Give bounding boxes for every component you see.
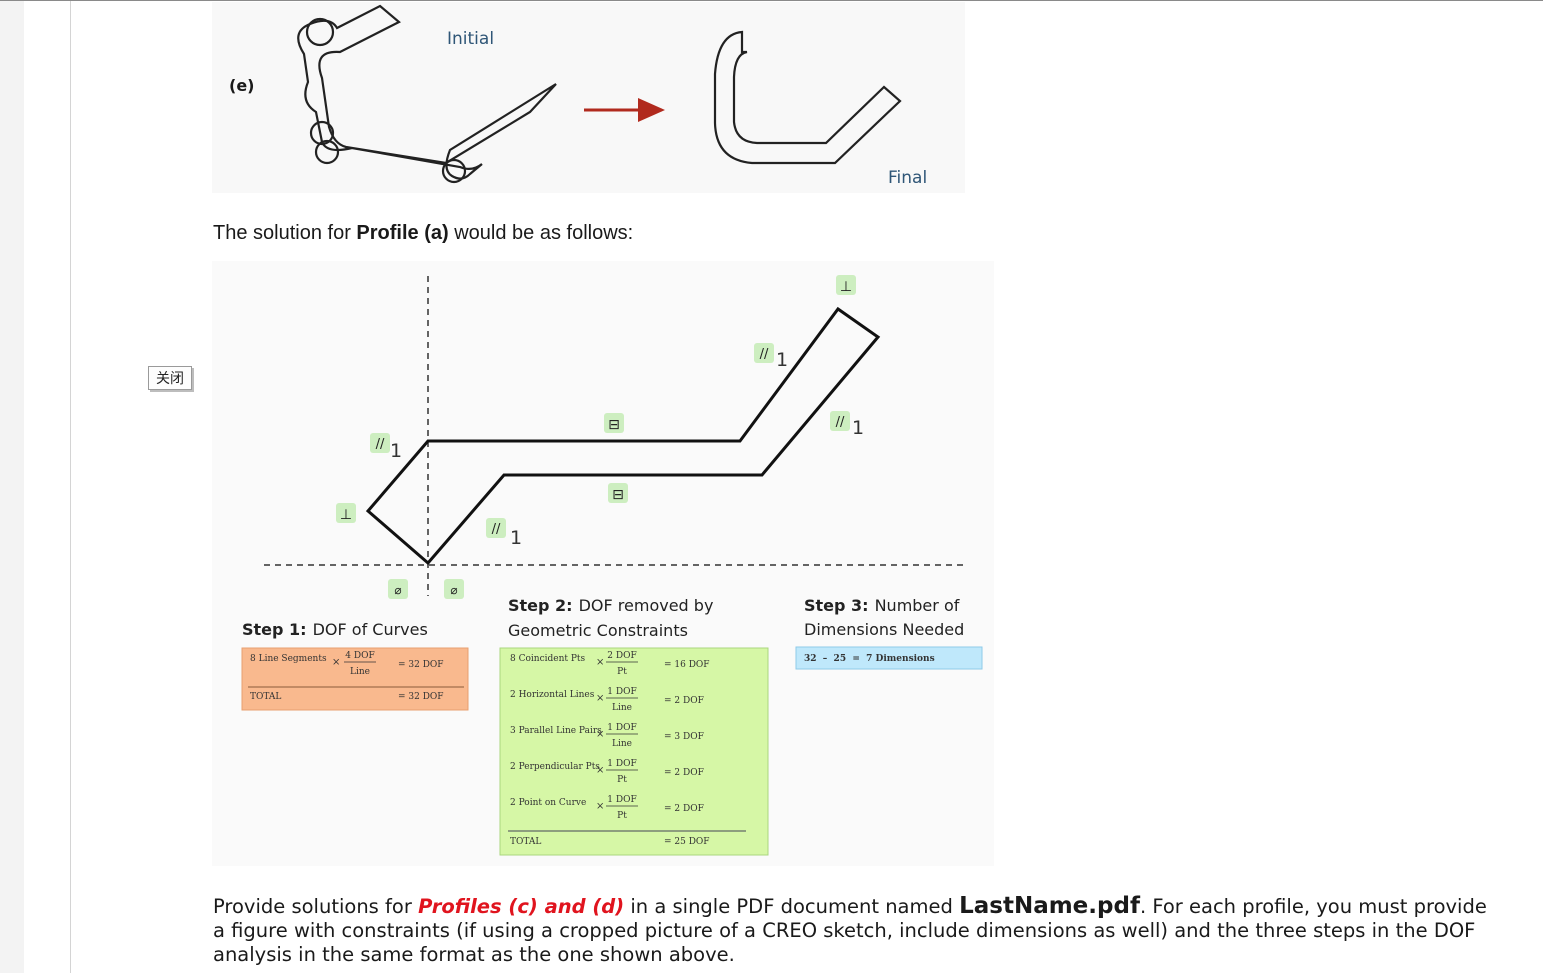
parallel-icon: // <box>486 518 506 538</box>
close-button[interactable]: 关闭 <box>148 366 192 390</box>
step2-row-label: 2 Horizontal Lines <box>510 690 595 700</box>
step3-table <box>795 646 983 670</box>
step1-row-num: 4 DOF <box>345 651 374 661</box>
step3-subtitle: Dimensions Needed <box>804 620 964 639</box>
step1-title: Step 1:DOF of Curves <box>242 620 428 639</box>
step1-row-den: Line <box>350 667 370 677</box>
perpendicular-icon: ⊥ <box>836 275 856 295</box>
times-sign: × <box>596 657 604 668</box>
step1-row-label: 8 Line Segments <box>250 654 327 664</box>
step2-row-den: Line <box>612 703 632 713</box>
times-sign: × <box>596 729 604 740</box>
step2-row-result: = 2 DOF <box>664 804 704 814</box>
figure-e-label: (e) <box>229 76 254 95</box>
svg-text://: // <box>492 522 501 537</box>
svg-text:⊥: ⊥ <box>840 279 852 295</box>
point-on-curve-icon: ⌀ <box>388 579 408 599</box>
figure-e: (e) Initial Final <box>212 2 965 193</box>
parallel-icon: // <box>754 343 774 363</box>
instructions-part2: in a single PDF document named <box>624 895 960 918</box>
solution-text-pre: The solution for <box>213 222 357 244</box>
step3-formula: 32 – 25 = 7 Dimensions <box>804 654 935 664</box>
instructions-part1: Provide solutions for <box>213 895 419 918</box>
svg-text:⊟: ⊟ <box>608 417 620 433</box>
step2-row-num: 1 DOF <box>607 759 636 769</box>
step2-row-num: 1 DOF <box>607 723 636 733</box>
final-profile <box>713 30 902 165</box>
step2-total-value: = 25 DOF <box>664 837 710 847</box>
svg-text:⌀: ⌀ <box>450 583 457 597</box>
step2-total-label: TOTAL <box>510 837 541 847</box>
initial-label: Initial <box>447 29 494 49</box>
step2-row-den: Line <box>612 739 632 749</box>
step2-row-num: 1 DOF <box>607 795 636 805</box>
step1-total-label: TOTAL <box>250 692 281 702</box>
instructions-profiles: Profiles (c) and (d) <box>418 895 625 918</box>
instructions-part3: . For each profile, you must provide a f… <box>213 895 1487 966</box>
solution-text-bold: Profile (a) <box>356 222 449 244</box>
perpendicular-icon: ⊥ <box>336 503 356 523</box>
initial-profile <box>297 4 557 184</box>
solution-intro: The solution for Profile (a) would be as… <box>213 222 633 245</box>
step1-row-result: = 32 DOF <box>398 660 444 670</box>
svg-text://: // <box>836 415 845 430</box>
times-sign: × <box>596 765 604 776</box>
step2-row-num: 2 DOF <box>607 651 636 661</box>
profile-a <box>365 306 881 566</box>
svg-text://: // <box>376 437 385 452</box>
step2-row-den: Pt <box>617 667 627 677</box>
parallel-count: 1 <box>390 440 402 462</box>
instructions: Provide solutions for Profiles (c) and (… <box>213 894 1503 967</box>
step2-table <box>499 647 769 856</box>
horizontal-icon: ⊟ <box>608 483 628 503</box>
svg-text:⊥: ⊥ <box>340 507 352 523</box>
step3-title: Step 3:Number of <box>804 596 960 615</box>
step2-title: Step 2:DOF removed by <box>508 596 713 615</box>
times-sign: × <box>332 657 340 668</box>
parallel-count: 1 <box>510 527 522 549</box>
svg-text:⌀: ⌀ <box>394 583 401 597</box>
parallel-count: 1 <box>776 349 788 371</box>
step2-subtitle: Geometric Constraints <box>508 621 688 640</box>
step2-row-result: = 3 DOF <box>664 732 704 742</box>
horizontal-icon: ⊟ <box>604 413 624 433</box>
step2-row-den: Pt <box>617 811 627 821</box>
times-sign: × <box>596 693 604 704</box>
parallel-count: 1 <box>852 417 864 439</box>
step2-row-result: = 16 DOF <box>664 660 710 670</box>
step1-total-value: = 32 DOF <box>398 692 444 702</box>
svg-text:⊟: ⊟ <box>612 487 624 503</box>
top-border <box>0 0 1543 1</box>
solution-text-post: would be as follows: <box>448 222 634 244</box>
step2-row-result: = 2 DOF <box>664 768 704 778</box>
step2-row-num: 1 DOF <box>607 687 636 697</box>
step1-table <box>241 647 469 711</box>
step2-row-result: = 2 DOF <box>664 696 704 706</box>
parallel-icon: // <box>370 433 390 453</box>
step2-row-label: 2 Perpendicular Pts <box>510 762 600 772</box>
final-label: Final <box>888 168 927 188</box>
instructions-filename: LastName.pdf <box>959 893 1140 919</box>
step2-row-den: Pt <box>617 775 627 785</box>
times-sign: × <box>596 801 604 812</box>
step2-row-label: 8 Coincident Pts <box>510 654 586 664</box>
step2-row-label: 3 Parallel Line Pairs <box>510 726 602 736</box>
figure-a-solution: // 1 ⊥ // 1 ⊟ ⊟ // 1 ⊥ // 1 ⌀ ⌀ Step <box>212 261 994 866</box>
page-margin-line <box>70 1 71 973</box>
step2-row-label: 2 Point on Curve <box>510 798 586 808</box>
svg-text://: // <box>760 347 769 362</box>
parallel-icon: // <box>830 411 850 431</box>
point-on-curve-icon: ⌀ <box>444 579 464 599</box>
